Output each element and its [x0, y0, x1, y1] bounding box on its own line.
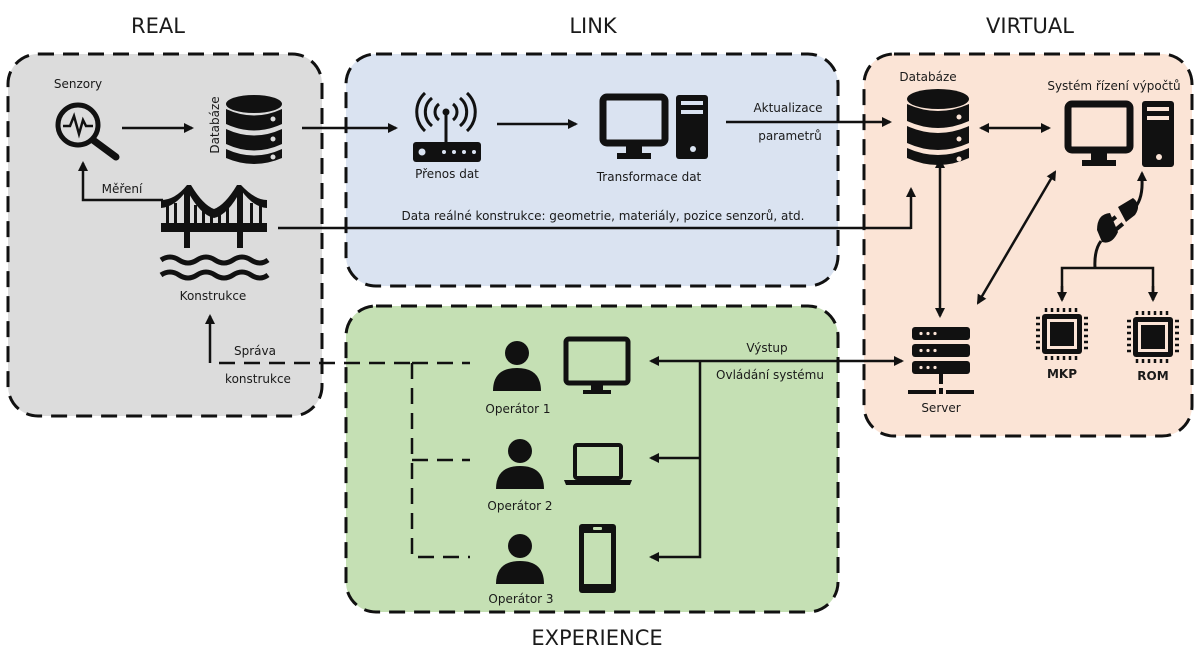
operator-1-person-icon: [493, 341, 541, 391]
real-database-label: Databáze: [208, 96, 222, 153]
plug-connector-icon: [1093, 179, 1144, 269]
real-database-icon: [226, 95, 282, 164]
sensors-label: Senzory: [54, 77, 102, 91]
operator-1-label: Operátor 1: [485, 402, 550, 416]
rom-label: ROM: [1137, 369, 1168, 383]
server-label: Server: [921, 401, 960, 415]
operator-2-label: Operátor 2: [487, 499, 552, 513]
branch-mkp-rom: [1060, 266, 1155, 300]
control-system-computer-icon: [1064, 100, 1174, 167]
monitor-icon: [563, 336, 631, 394]
arrow-measurement: [78, 161, 163, 202]
section-title-experience: EXPERIENCE: [531, 626, 662, 650]
virtual-database-label: Databáze: [899, 70, 956, 84]
smartphone-icon: [579, 524, 616, 593]
arrow-control-system-server: [976, 170, 1057, 305]
structure-label: Konstrukce: [180, 289, 247, 303]
mkp-chip-icon: [1036, 308, 1088, 360]
virtual-database-icon: [907, 89, 969, 165]
management-label-2: konstrukce: [225, 372, 291, 386]
rom-chip-icon: [1127, 311, 1179, 363]
system-control-label: Ovládání systému: [716, 368, 824, 382]
update-label-1: Aktualizace: [753, 101, 822, 115]
structure-data-label: Data reálné konstrukce: geometrie, mater…: [402, 209, 805, 223]
control-system-label: Systém řízení výpočtů: [1047, 79, 1180, 93]
mkp-label: MKP: [1047, 367, 1077, 381]
management-dashed-line: [208, 347, 412, 365]
section-title-link: LINK: [569, 14, 618, 38]
desktop-computer-icon: [599, 93, 708, 159]
bridge-structure-icon: [159, 185, 270, 281]
output-label: Výstup: [746, 341, 787, 355]
operator-3-person-icon: [496, 534, 544, 584]
management-label-1: Správa: [234, 344, 276, 358]
transfer-label: Přenos dat: [415, 167, 479, 181]
arrow-to-smartphone: [649, 361, 702, 562]
sensor-magnifier-icon: [55, 102, 120, 161]
measurement-label: Měření: [102, 182, 143, 196]
transform-label: Transformace dat: [596, 170, 702, 184]
laptop-icon: [564, 443, 632, 485]
operators-dashed-trunk: [410, 363, 470, 559]
section-title-virtual: VIRTUAL: [986, 14, 1074, 38]
update-label-2: parametrů: [758, 129, 822, 143]
server-icon: [908, 327, 974, 394]
section-title-real: REAL: [131, 14, 185, 38]
router-icon: [413, 91, 481, 162]
operator-2-person-icon: [496, 439, 544, 489]
panel-experience: [344, 304, 840, 614]
operator-3-label: Operátor 3: [488, 592, 553, 606]
